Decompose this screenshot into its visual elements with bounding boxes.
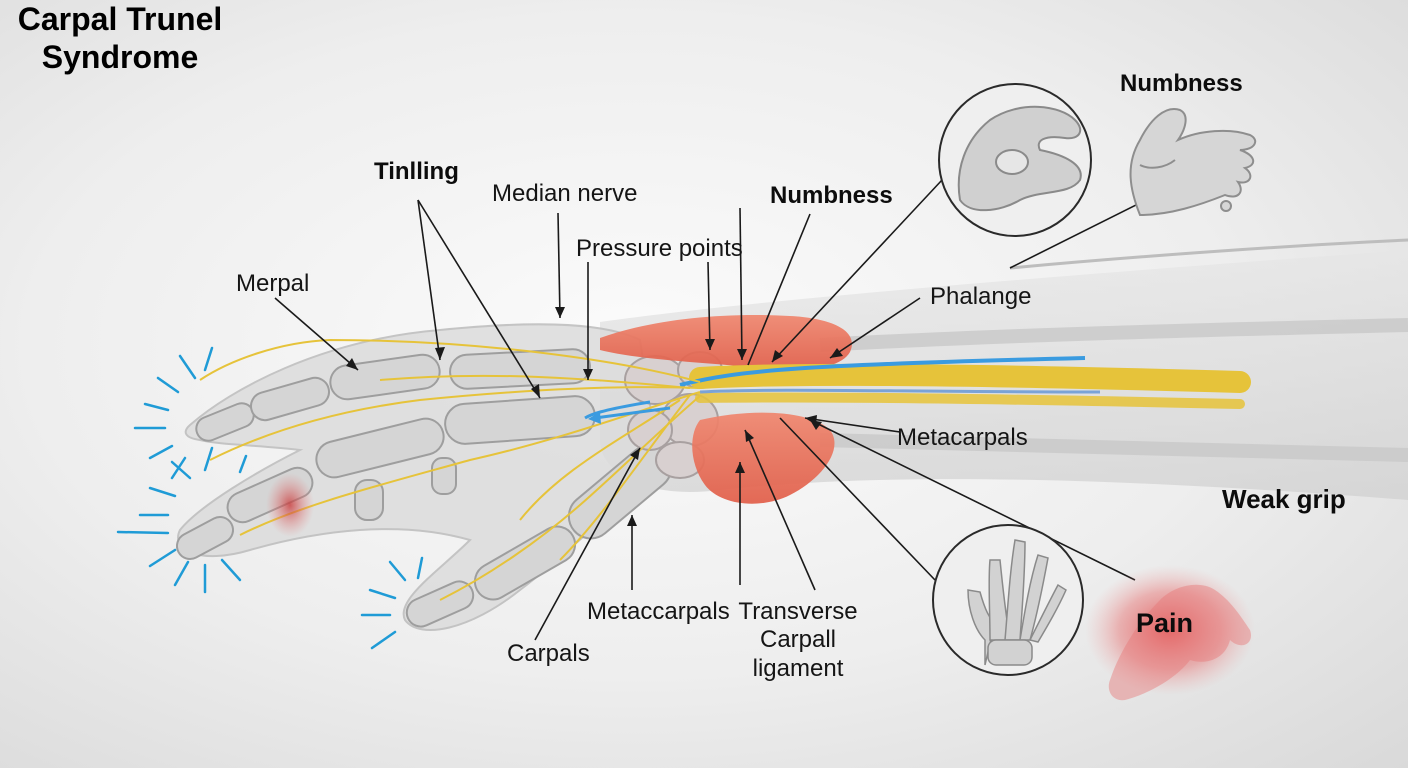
label-numbness-top-right: Numbness <box>1120 70 1243 97</box>
leader-arrowheads <box>346 307 843 526</box>
label-carpals: Carpals <box>507 640 590 667</box>
nerve-bundle <box>199 338 1251 601</box>
ligament-line-2: Carpall <box>759 626 837 654</box>
finger-bones <box>175 348 673 628</box>
label-metacarpals-right: Metacarpals <box>897 424 1028 451</box>
title-line-2: Syndrome <box>41 39 199 76</box>
label-phalange: Phalange <box>930 283 1032 310</box>
pain-hand-figure <box>1085 565 1255 701</box>
label-median-nerve: Median nerve <box>492 180 638 207</box>
finger-pain-glow <box>266 473 314 537</box>
label-weak-grip: Weak grip <box>1222 484 1346 514</box>
label-transverse-ligament: Transverse Carpall ligament <box>738 598 858 683</box>
label-pressure-points: Pressure points <box>576 235 743 262</box>
tingling-marks <box>116 346 424 650</box>
label-pain: Pain <box>1136 608 1194 638</box>
diagram-title: Carpal Trunel Syndrome <box>0 0 240 77</box>
blue-arrow <box>594 406 671 420</box>
inset-numbness-circle <box>938 83 1092 237</box>
label-numbness-center: Numbness <box>770 182 893 209</box>
inset-weak-grip-circle <box>932 524 1084 676</box>
ligament-line-1: Transverse <box>738 598 858 625</box>
inflamed-tissue <box>600 314 852 504</box>
title-line-1: Carpal Trunel <box>17 1 223 37</box>
leader-lines <box>274 179 1151 641</box>
blue-arrowhead <box>588 412 601 424</box>
numbness-hand-figure <box>1129 108 1257 217</box>
label-metaccarpals: Metaccarpals <box>587 598 730 625</box>
label-merpal: Merpal <box>236 270 310 297</box>
label-tingling: Tinlling <box>374 158 459 185</box>
ligament-line-3: ligament <box>752 654 844 682</box>
